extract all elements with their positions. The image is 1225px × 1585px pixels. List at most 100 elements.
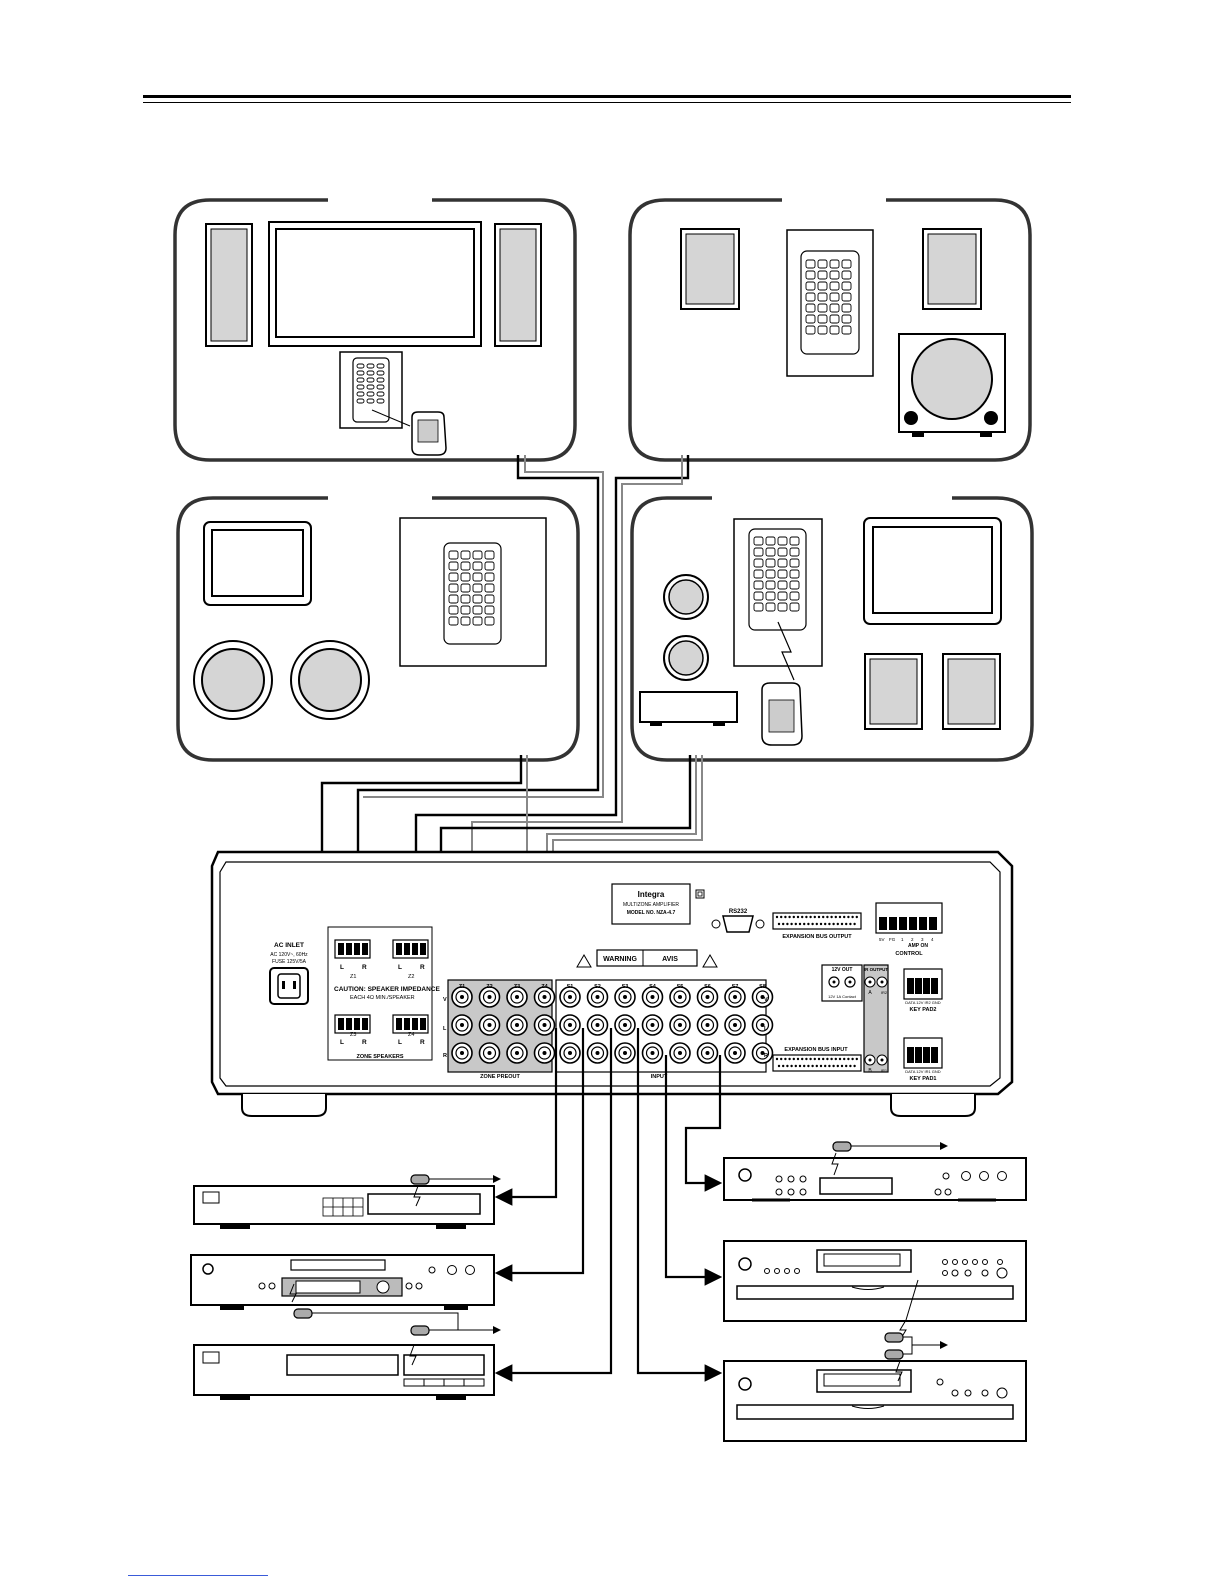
warning-label: WARNING AVIS <box>576 949 718 968</box>
tv-icon <box>203 521 312 606</box>
input-jack[interactable] <box>641 1014 664 1036</box>
input-jack[interactable] <box>614 1042 636 1064</box>
row-label-v: V <box>443 997 447 1003</box>
input-jack[interactable] <box>724 1042 746 1064</box>
preout-jack[interactable] <box>506 986 528 1008</box>
preout-jack[interactable] <box>506 1042 528 1064</box>
input-jack[interactable] <box>559 1042 581 1064</box>
row-label-l: L <box>443 1026 447 1032</box>
preout-jack[interactable] <box>478 1042 501 1064</box>
header-rule <box>143 95 1071 103</box>
preout-jack[interactable] <box>533 986 556 1008</box>
row-label-l-right: L <box>764 1026 768 1032</box>
input-jack[interactable] <box>641 1042 664 1064</box>
input-head-s3: S3 <box>622 984 629 990</box>
input-jack[interactable] <box>614 986 636 1008</box>
zone-speakers-label: ZONE SPEAKERS <box>356 1054 403 1060</box>
rs232-port[interactable] <box>711 915 765 933</box>
preout-jack[interactable] <box>451 1042 473 1064</box>
ir-emitter-icon <box>293 1308 459 1330</box>
preout-head-z3: Z3 <box>514 984 520 990</box>
z3-right-label: R <box>362 1039 367 1046</box>
input-jack[interactable] <box>669 986 691 1008</box>
twelve-volt-output[interactable]: 12V OUT 12V 1A Contact <box>821 964 863 1002</box>
ir-output-panel[interactable]: IR OUTPUT A B IR2 IR1 <box>863 964 889 1074</box>
speaker-terminal-z2[interactable] <box>392 939 429 959</box>
input-head-s7: S7 <box>732 984 739 990</box>
preout-jack[interactable] <box>451 986 473 1008</box>
speaker-terminal-z1[interactable] <box>334 939 371 959</box>
preout-jack[interactable] <box>506 1014 528 1036</box>
z4-label: Z4 <box>408 1032 414 1038</box>
source-component-icon <box>193 1344 495 1400</box>
keypad-button-grid <box>753 536 800 612</box>
z4-left-label: L <box>398 1039 402 1046</box>
input-jack[interactable] <box>751 1042 774 1064</box>
speaker-icon <box>663 635 709 681</box>
z2-right-label: R <box>420 964 425 971</box>
input-jack[interactable] <box>586 1014 609 1036</box>
ir-output-label: IR OUTPUT <box>864 967 889 972</box>
expansion-in-label: EXPANSION BUS INPUT <box>784 1047 848 1053</box>
z2-left-label: L <box>398 964 402 971</box>
source-component-icon <box>193 1185 495 1229</box>
speaker-terminal-z3[interactable] <box>334 1014 371 1034</box>
keypad-icon <box>339 351 403 429</box>
input-jack[interactable] <box>751 1014 774 1036</box>
multizone-amplifier: AC INLET AC 120V~, 60Hz FUSE 125V/5A <box>210 850 1014 1117</box>
keypad-button-grid <box>448 550 495 626</box>
input-jack[interactable] <box>696 1042 719 1064</box>
brand-logo: Integra <box>638 890 665 899</box>
preout-jack[interactable] <box>533 1014 556 1036</box>
twelve-out-label: 12V OUT <box>832 967 853 973</box>
input-jack[interactable] <box>669 1014 691 1036</box>
ir-emitter-icon <box>410 1325 501 1336</box>
input-jack[interactable] <box>559 986 581 1008</box>
preout-jack[interactable] <box>533 1042 556 1064</box>
control-pin-3: 3 <box>921 937 924 942</box>
expansion-out-label: EXPANSION BUS OUTPUT <box>782 934 852 940</box>
keypad-1-terminal[interactable]: DATA 12V IR1 GND KEY PAD1 <box>903 1037 943 1082</box>
input-head-s2: S2 <box>594 984 601 990</box>
speaker-icon <box>205 223 253 347</box>
remote-icon <box>761 682 803 746</box>
keypad1-pins: DATA 12V IR1 GND <box>905 1069 941 1074</box>
input-jack[interactable] <box>724 986 746 1008</box>
keypad-button-grid <box>805 259 852 335</box>
connector-pins <box>775 915 858 919</box>
control-pin-2: 2 <box>911 937 914 942</box>
preout-head-z1: Z1 <box>459 984 465 990</box>
ac-inlet-label: AC INLET <box>274 942 304 949</box>
input-jack[interactable] <box>724 1014 746 1036</box>
speaker-icon <box>193 640 273 720</box>
subwoofer-icon <box>898 333 1006 437</box>
ir-emitter-icon <box>832 1141 948 1152</box>
input-jack[interactable] <box>696 1014 719 1036</box>
speaker-icon <box>494 223 542 347</box>
input-jack[interactable] <box>586 1042 609 1064</box>
preout-jack[interactable] <box>451 1014 473 1036</box>
keypad2-label: KEY PAD2 <box>909 1007 936 1013</box>
input-jack[interactable] <box>669 1042 691 1064</box>
z3-label: Z3 <box>350 1032 356 1038</box>
expansion-bus-output-port[interactable] <box>772 912 862 930</box>
keypad-2-terminal[interactable]: DATA 12V IR2 GND KEY PAD2 <box>903 968 943 1013</box>
input-jack[interactable] <box>559 1014 581 1036</box>
speaker-icon <box>663 574 709 620</box>
z1-label: Z1 <box>350 974 356 980</box>
amp-on-label: AMP ON <box>908 943 928 949</box>
preout-jack[interactable] <box>478 986 501 1008</box>
row-label-r: R <box>443 1053 447 1059</box>
input-jack[interactable] <box>696 986 719 1008</box>
room-2 <box>628 198 1032 462</box>
input-jack[interactable] <box>614 1014 636 1036</box>
preout-jack[interactable] <box>478 1014 501 1036</box>
control-terminal[interactable] <box>875 902 943 934</box>
input-jack[interactable] <box>751 986 774 1008</box>
expansion-bus-input-port[interactable] <box>772 1054 862 1072</box>
speaker-terminal-z4[interactable] <box>392 1014 429 1034</box>
input-jack[interactable] <box>586 986 609 1008</box>
input-jack[interactable] <box>641 986 664 1008</box>
power-inlet-icon[interactable] <box>269 967 309 1005</box>
